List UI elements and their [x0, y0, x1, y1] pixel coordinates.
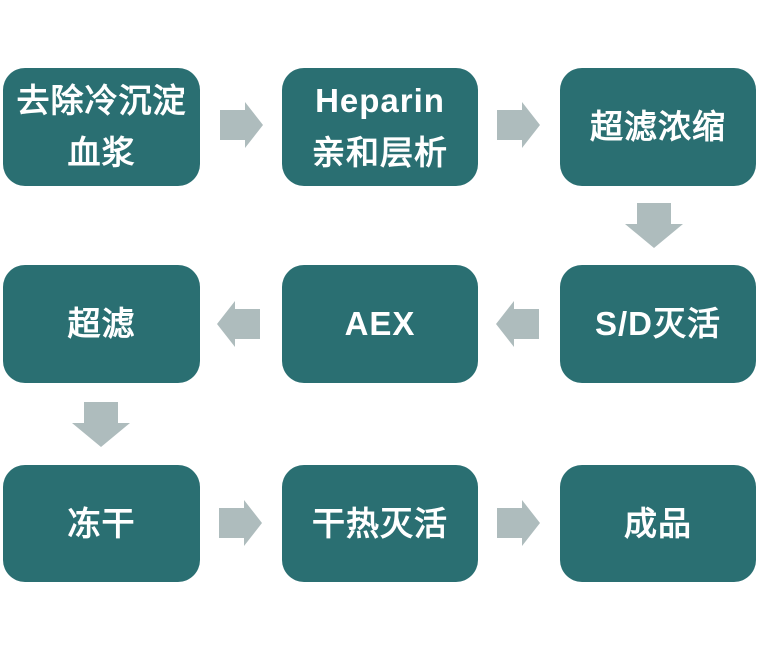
- arrow-left-icon: [496, 301, 539, 347]
- node-heparin-affinity: Heparin 亲和层析: [282, 68, 478, 186]
- node-label-line: AEX: [344, 305, 416, 342]
- node-label-line: Heparin: [315, 82, 445, 119]
- arrow-right-icon: [497, 102, 540, 148]
- arrow-down-icon: [625, 203, 683, 248]
- node-aex: AEX: [282, 265, 478, 383]
- arrow-left-icon: [217, 301, 260, 347]
- node-label-line: 血浆: [67, 134, 136, 171]
- arrow-right-icon: [219, 500, 262, 546]
- arrow-right-icon: [220, 102, 263, 148]
- node-ultrafiltration: 超滤: [3, 265, 200, 383]
- node-label-line: 超滤浓缩: [590, 108, 726, 145]
- node-label-line: 成品: [624, 504, 692, 542]
- node-label-line: 亲和层析: [312, 134, 448, 171]
- node-cryo-poor-plasma: 去除冷沉淀 血浆: [3, 68, 200, 186]
- node-final-product: 成品: [560, 465, 756, 582]
- node-dry-heat-inactivation: 干热灭活: [282, 465, 478, 582]
- node-sd-inactivation: S/D灭活: [560, 265, 756, 383]
- node-lyophilization: 冻干: [3, 465, 200, 582]
- node-label-line: 去除冷沉淀: [16, 82, 187, 119]
- node-label-line: 冻干: [67, 504, 136, 542]
- node-label-line: S/D灭活: [594, 305, 721, 342]
- arrow-down-icon: [72, 402, 130, 447]
- node-label-line: 超滤: [67, 305, 136, 342]
- arrow-right-icon: [497, 500, 540, 546]
- node-uf-concentration: 超滤浓缩: [560, 68, 756, 186]
- node-label-line: 干热灭活: [312, 504, 448, 542]
